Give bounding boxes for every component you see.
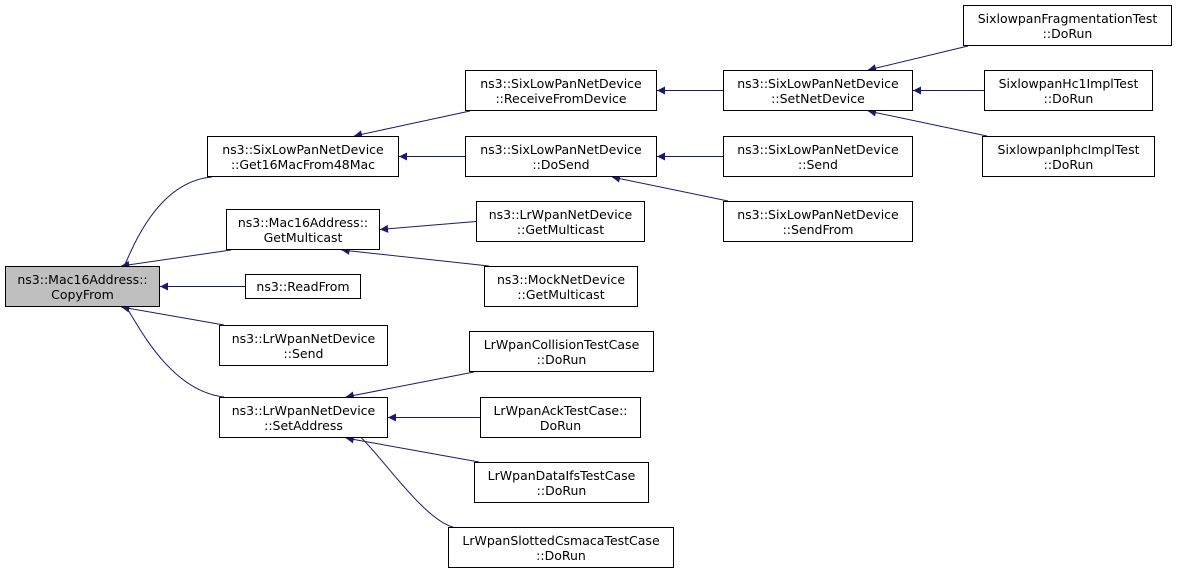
call-edge-sendfrom-to-dosend: [611, 174, 729, 202]
node-line: ns3::SixLowPanNetDevice: [737, 206, 899, 222]
node-lrwpan-getmulticast[interactable]: ns3::LrWpanNetDevice ::GetMulticast: [476, 201, 645, 242]
node-lrwpan-acktestcase-dorun[interactable]: LrWpanAckTestCase:: DoRun: [480, 397, 641, 438]
call-edge-iphctest-to-setnetdev: [867, 108, 988, 137]
call-edge-lrsend-to-root: [121, 304, 225, 326]
node-line: ::Send: [798, 156, 838, 172]
node-line: ::SetNetDevice: [771, 90, 865, 106]
node-line: SixlowpanHc1ImplTest: [998, 75, 1139, 91]
node-line: CopyFrom: [51, 286, 114, 302]
node-line: ns3::Mac16Address::: [17, 271, 148, 287]
node-line: ::DoRun: [536, 482, 587, 498]
node-sixlowpan-hc1impltest-dorun[interactable]: SixlowpanHc1ImplTest ::DoRun: [984, 70, 1153, 111]
call-edge-collision-to-setaddr: [345, 371, 475, 400]
node-sixlowpan-fragmentationtest-dorun[interactable]: SixlowpanFragmentationTest ::DoRun: [963, 5, 1172, 46]
node-lrwpan-setaddress[interactable]: ns3::LrWpanNetDevice ::SetAddress: [219, 397, 388, 438]
node-line: GetMulticast: [263, 229, 343, 245]
node-line: SixlowpanIphcImplTest: [997, 141, 1140, 157]
node-line: ns3::LrWpanNetDevice: [488, 206, 633, 222]
node-line: LrWpanAckTestCase::: [493, 402, 628, 418]
node-sixlowpan-send[interactable]: ns3::SixLowPanNetDevice ::Send: [723, 136, 913, 177]
node-line: ::DoRun: [536, 547, 586, 563]
node-line: ::ReceiveFromDevice: [495, 90, 627, 106]
node-line: ::DoSend: [532, 156, 590, 172]
node-line: ns3::SixLowPanNetDevice: [480, 141, 642, 157]
node-line: LrWpanDataIfsTestCase: [487, 467, 636, 483]
node-line: DoRun: [539, 417, 582, 433]
node-line: ::DoRun: [536, 351, 587, 367]
node-sixlowpan-get16macfrom48mac[interactable]: ns3::SixLowPanNetDevice ::Get16MacFrom48…: [207, 136, 399, 177]
call-edge-dataifs-to-setaddr: [345, 435, 480, 463]
call-edge-setaddr-to-root: [117, 298, 225, 398]
node-mac16address-copyfrom: ns3::Mac16Address:: CopyFrom: [5, 266, 160, 307]
call-edge-fragtest-to-setnetdev: [867, 45, 969, 73]
node-line: ::SendFrom: [782, 221, 854, 237]
node-lrwpan-slottedcsmacatestcase-dorun[interactable]: LrWpanSlottedCsmacaTestCase ::DoRun: [448, 527, 674, 568]
node-sixlowpan-setnetdevice[interactable]: ns3::SixLowPanNetDevice ::SetNetDevice: [723, 70, 913, 111]
call-edge-getmc-to-root: [121, 249, 232, 269]
node-line: ::SetAddress: [264, 417, 343, 433]
call-edge-slotted-to-setaddr: [341, 429, 454, 528]
node-sixlowpan-dosend[interactable]: ns3::SixLowPanNetDevice ::DoSend: [465, 136, 657, 177]
node-line: ns3::SixLowPanNetDevice: [737, 141, 899, 157]
call-edge-get16-to-root: [117, 176, 213, 275]
node-line: ns3::Mac16Address::: [237, 214, 369, 230]
call-edge-mockgetmc-to-getmc: [341, 246, 490, 267]
node-line: SixlowpanFragmentationTest: [977, 10, 1158, 26]
node-line: LrWpanCollisionTestCase: [483, 336, 640, 352]
node-line: ns3::LrWpanNetDevice: [231, 330, 376, 346]
node-line: ns3::SixLowPanNetDevice: [480, 75, 642, 91]
node-mocknetdevice-getmulticast[interactable]: ns3::MockNetDevice ::GetMulticast: [484, 266, 638, 307]
node-sixlowpan-iphcimpltest-dorun[interactable]: SixlowpanIphcImplTest ::DoRun: [982, 136, 1155, 177]
call-edge-lrgetmc-to-getmc: [379, 221, 477, 233]
node-line: ::DoRun: [1043, 156, 1094, 172]
node-line: ::Get16MacFrom48Mac: [230, 156, 376, 172]
node-line: ::GetMulticast: [517, 286, 605, 302]
node-line: ::GetMulticast: [516, 221, 605, 237]
node-line: ns3::SixLowPanNetDevice: [737, 75, 899, 91]
node-line: ns3::MockNetDevice: [496, 271, 626, 287]
node-mac16address-getmulticast[interactable]: ns3::Mac16Address:: GetMulticast: [226, 209, 380, 250]
node-sixlowpan-receivefromdevice[interactable]: ns3::SixLowPanNetDevice ::ReceiveFromDev…: [465, 70, 657, 111]
node-line: ns3::SixLowPanNetDevice: [222, 141, 384, 157]
node-line: LrWpanSlottedCsmacaTestCase: [462, 532, 660, 548]
node-line: ::Send: [283, 345, 324, 361]
node-line: ns3::ReadFrom: [256, 279, 350, 294]
node-line: ::DoRun: [1042, 25, 1093, 41]
node-lrwpan-send[interactable]: ns3::LrWpanNetDevice ::Send: [219, 325, 388, 366]
node-lrwpan-dataifstestcase-dorun[interactable]: LrWpanDataIfsTestCase ::DoRun: [474, 462, 649, 503]
node-line: ::DoRun: [1043, 90, 1094, 106]
node-line: ns3::LrWpanNetDevice: [231, 402, 376, 418]
node-sixlowpan-sendfrom[interactable]: ns3::SixLowPanNetDevice ::SendFrom: [723, 201, 913, 242]
node-readfrom[interactable]: ns3::ReadFrom: [245, 274, 361, 299]
node-lrwpan-collisiontestcase-dorun[interactable]: LrWpanCollisionTestCase ::DoRun: [469, 331, 654, 372]
call-edge-recvfrom-to-get16: [353, 110, 471, 139]
